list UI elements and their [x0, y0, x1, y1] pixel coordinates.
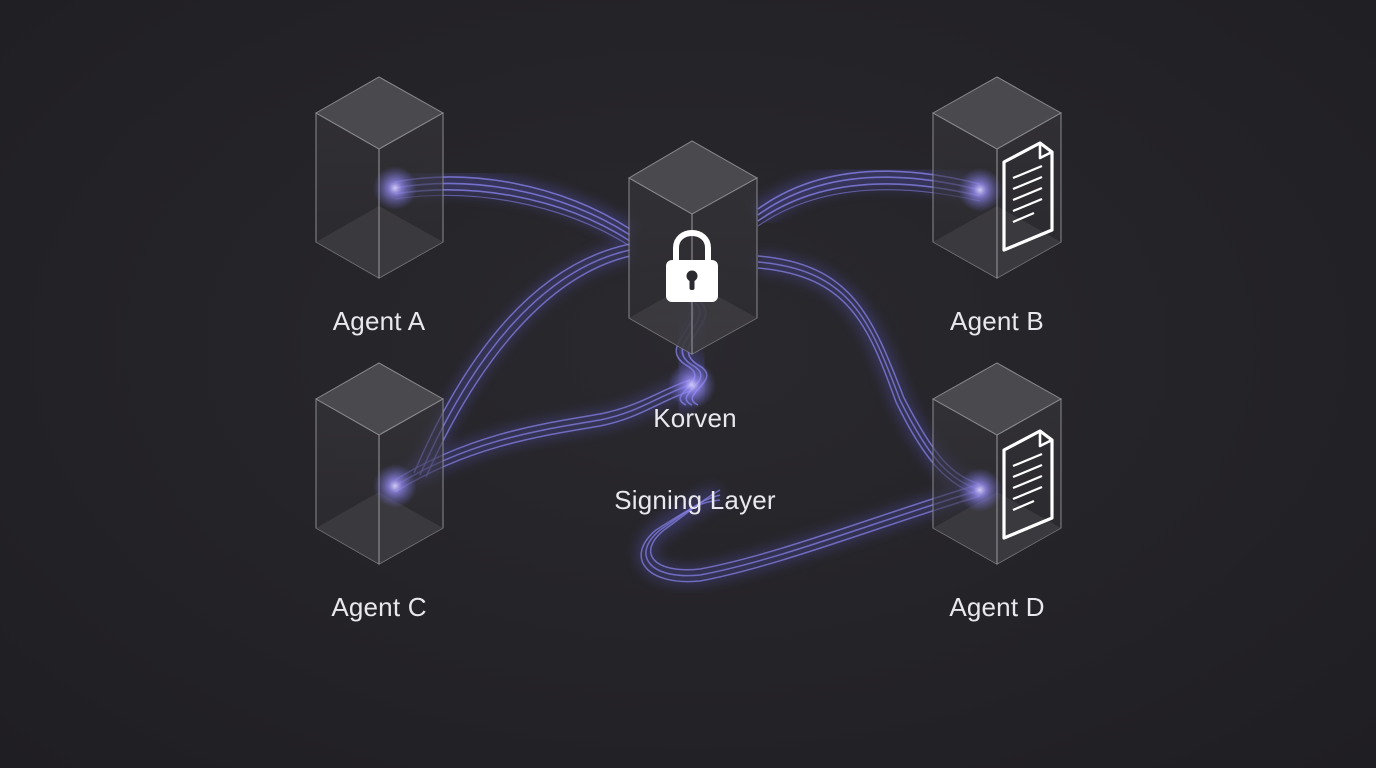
korven-box: [628, 140, 759, 409]
document-icon: [1002, 141, 1054, 252]
agent-b-box: [931, 76, 1063, 279]
agent-c-label: Agent C: [331, 592, 427, 622]
agent-d-box: [931, 362, 1063, 565]
document-icon: [1002, 429, 1054, 540]
agent-d-glow: [958, 468, 1002, 512]
korven-sublabel: Signing Layer: [614, 485, 776, 515]
agent-c-box: [314, 362, 445, 565]
korven-label: Korven: [653, 403, 737, 433]
stream-agent-c-korven: [389, 240, 694, 495]
agent-a-glow: [373, 166, 417, 210]
korven-glow: [668, 361, 716, 409]
agent-d-label: Agent D: [949, 592, 1045, 622]
lock-icon: [666, 230, 718, 302]
agent-a-box: [314, 76, 445, 279]
agent-b-label: Agent B: [950, 306, 1044, 336]
agent-a-label: Agent A: [332, 306, 426, 336]
agent-c-glow: [373, 464, 417, 508]
agent-b-glow: [958, 168, 1002, 212]
